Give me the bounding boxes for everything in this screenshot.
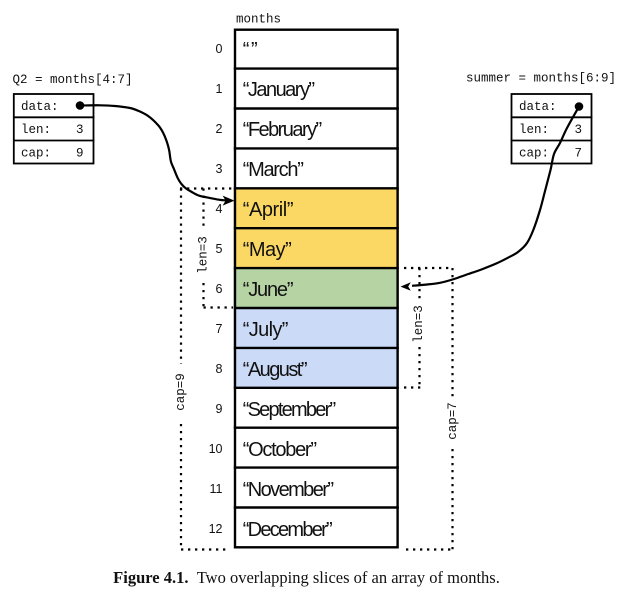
svg-text:3: 3 bbox=[216, 162, 223, 176]
svg-text:len=3: len=3 bbox=[412, 305, 426, 343]
svg-text:7: 7 bbox=[574, 147, 582, 161]
svg-text:Figure 4.1. Two overlapping s: Figure 4.1. Two overlapping slices of an… bbox=[113, 568, 500, 587]
svg-text:“”: “” bbox=[243, 39, 258, 61]
svg-text:“August”: “August” bbox=[243, 359, 308, 381]
svg-text:Q2 = months[4:7]: Q2 = months[4:7] bbox=[13, 73, 133, 87]
svg-text:6: 6 bbox=[216, 282, 223, 296]
svg-text:“January”: “January” bbox=[243, 79, 315, 101]
svg-text:“September”: “September” bbox=[243, 399, 337, 421]
svg-text:cap=7: cap=7 bbox=[446, 402, 460, 440]
svg-text:“May”: “May” bbox=[243, 239, 292, 261]
svg-text:9: 9 bbox=[76, 147, 84, 161]
svg-text:“April”: “April” bbox=[243, 199, 294, 221]
svg-text:8: 8 bbox=[216, 362, 223, 376]
svg-text:summer = months[6:9]: summer = months[6:9] bbox=[466, 72, 616, 86]
svg-text:cap:: cap: bbox=[21, 147, 51, 161]
svg-text:4: 4 bbox=[216, 202, 223, 216]
svg-text:len:: len: bbox=[519, 123, 549, 137]
svg-text:data:: data: bbox=[21, 100, 59, 114]
svg-text:“December”: “December” bbox=[243, 519, 333, 541]
svg-text:“June”: “June” bbox=[243, 279, 294, 301]
svg-text:“July”: “July” bbox=[243, 319, 289, 341]
svg-text:11: 11 bbox=[210, 482, 223, 496]
svg-text:3: 3 bbox=[574, 123, 582, 137]
svg-text:“March”: “March” bbox=[243, 159, 304, 181]
svg-text:9: 9 bbox=[216, 402, 223, 416]
svg-text:“October”: “October” bbox=[243, 439, 317, 461]
svg-text:cap=9: cap=9 bbox=[174, 373, 188, 411]
svg-text:2: 2 bbox=[216, 122, 223, 136]
svg-text:months: months bbox=[236, 13, 281, 27]
svg-text:“November”: “November” bbox=[243, 479, 334, 501]
svg-text:7: 7 bbox=[216, 322, 223, 336]
svg-text:3: 3 bbox=[76, 123, 84, 137]
svg-text:cap:: cap: bbox=[519, 147, 549, 161]
svg-text:12: 12 bbox=[209, 522, 223, 536]
svg-text:10: 10 bbox=[209, 442, 223, 456]
svg-text:1: 1 bbox=[216, 82, 223, 96]
svg-text:data:: data: bbox=[519, 100, 557, 114]
svg-text:len=3: len=3 bbox=[197, 236, 211, 274]
svg-text:len:: len: bbox=[21, 123, 51, 137]
svg-text:“February”: “February” bbox=[243, 119, 323, 141]
svg-text:5: 5 bbox=[216, 242, 223, 256]
svg-text:0: 0 bbox=[216, 42, 223, 56]
